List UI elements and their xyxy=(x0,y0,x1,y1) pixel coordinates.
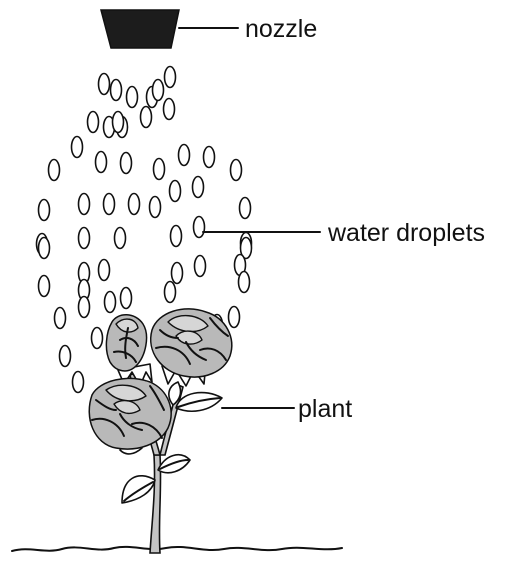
water-droplet xyxy=(171,226,182,247)
water-droplet xyxy=(39,238,50,259)
water-droplet xyxy=(179,145,190,166)
water-droplet xyxy=(172,263,183,284)
water-droplet xyxy=(170,181,181,202)
water-droplet xyxy=(240,198,251,219)
nozzle-shape xyxy=(101,10,179,48)
water-droplet xyxy=(104,194,115,215)
rose-lower-left xyxy=(89,378,171,449)
water-droplet xyxy=(72,137,83,158)
water-droplet xyxy=(165,282,176,303)
water-droplet xyxy=(204,147,215,168)
water-droplet xyxy=(55,308,66,329)
water-droplet xyxy=(153,80,164,101)
water-droplet xyxy=(79,194,90,215)
water-droplet xyxy=(73,372,84,393)
water-droplet xyxy=(88,112,99,133)
water-droplet xyxy=(121,153,132,174)
water-droplet xyxy=(229,307,240,328)
rose-bud xyxy=(106,315,146,371)
water-droplet xyxy=(79,228,90,249)
water-droplet xyxy=(99,260,110,281)
plant-label: plant xyxy=(298,395,352,423)
water-droplet xyxy=(231,160,242,181)
water-droplet xyxy=(99,74,110,95)
water-droplets-label: water droplets xyxy=(327,219,485,247)
water-droplet xyxy=(150,197,161,218)
nozzle-label: nozzle xyxy=(245,15,317,43)
water-droplet xyxy=(92,328,103,349)
water-droplet xyxy=(113,112,124,133)
rose-upper-right xyxy=(151,309,232,377)
water-droplet xyxy=(164,99,175,120)
water-droplet xyxy=(39,200,50,221)
water-droplet xyxy=(193,177,204,198)
water-droplet xyxy=(96,152,107,173)
water-droplet xyxy=(115,228,126,249)
water-droplet xyxy=(105,292,116,313)
water-droplet xyxy=(49,160,60,181)
water-droplet xyxy=(154,159,165,180)
water-droplet xyxy=(60,346,71,367)
water-droplet xyxy=(79,297,90,318)
water-droplet xyxy=(121,288,132,309)
water-droplet xyxy=(39,276,50,297)
ground-line xyxy=(12,547,342,551)
water-droplet xyxy=(195,256,206,277)
water-droplet xyxy=(129,194,140,215)
water-droplet xyxy=(194,217,205,238)
water-droplet xyxy=(111,80,122,101)
water-droplet xyxy=(165,67,176,88)
water-droplet xyxy=(239,272,250,293)
water-droplet xyxy=(141,107,152,128)
water-droplet xyxy=(127,87,138,108)
